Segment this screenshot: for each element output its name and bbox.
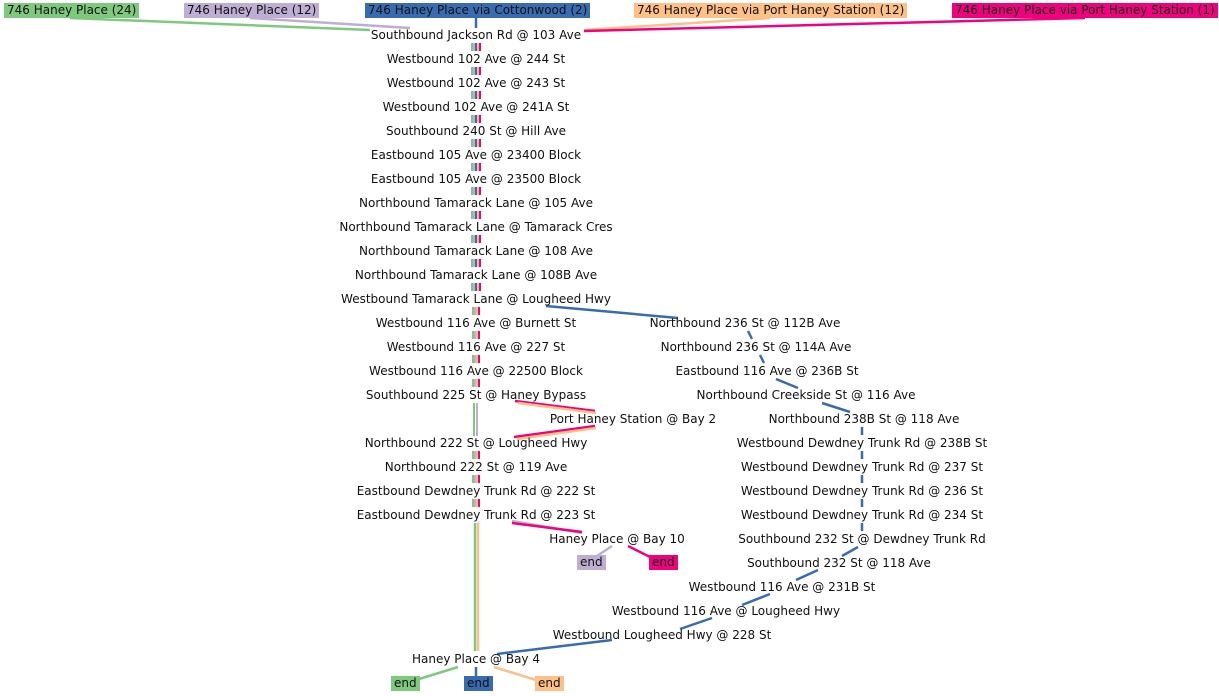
stop-label: Northbound 222 St @ 119 Ave [385, 460, 568, 474]
cottonwood-segment [741, 592, 771, 607]
cottonwood-segment [746, 330, 754, 340]
bay4-end-segment [415, 665, 459, 682]
stop-label: Northbound 236 St @ 112B Ave [650, 316, 841, 330]
stop-label: Northbound Tamarack Lane @ Tamarack Cres [339, 220, 612, 234]
stop-label: Northbound Creekside St @ 116 Ave [697, 388, 916, 402]
route-header-via-cottonwood-2: 746 Haney Place via Cottonwood (2) [365, 3, 591, 18]
stop-label: Eastbound 105 Ave @ 23500 Block [371, 172, 581, 186]
stop-label: Westbound 102 Ave @ 244 St [387, 52, 566, 66]
stop-label: Northbound Tamarack Lane @ 105 Ave [359, 196, 593, 210]
stop-label: Westbound 102 Ave @ 241A St [383, 100, 570, 114]
stop-label: Westbound 116 Ave @ 227 St [387, 340, 566, 354]
bay10-end-segment [627, 544, 651, 559]
stop-label: Eastbound 105 Ave @ 23400 Block [371, 148, 581, 162]
cottonwood-segment [758, 354, 766, 364]
stop-label: Westbound 102 Ave @ 243 St [387, 76, 566, 90]
end-marker-port-haney-1: end [649, 555, 678, 570]
cottonwood-segment [775, 377, 799, 390]
route-entry-port-haney-12 [583, 16, 771, 32]
stop-label: Westbound Dewdney Trunk Rd @ 236 St [741, 484, 983, 498]
cottonwood-segment [496, 638, 613, 656]
stop-label: Northbound Tamarack Lane @ 108B Ave [355, 268, 597, 282]
port-haney-segment [517, 401, 597, 415]
end-marker-via-cottonwood: end [464, 676, 493, 691]
route-entry-port-haney-1 [583, 16, 1086, 33]
stop-label: Westbound Dewdney Trunk Rd @ 234 St [741, 508, 983, 522]
cottonwood-segment [795, 568, 819, 582]
stop-label: Haney Place @ Bay 10 [549, 532, 685, 546]
end-marker-haney-place-24: end [391, 676, 420, 691]
stop-label: Westbound 116 Ave @ Burnett St [376, 316, 577, 330]
bay4-end-segment [493, 665, 537, 682]
port-haney-segment [513, 424, 596, 439]
stop-label: Westbound Dewdney Trunk Rd @ 238B St [737, 436, 988, 450]
stop-label: Westbound Dewdney Trunk Rd @ 237 St [741, 460, 983, 474]
stop-label: Northbound 236 St @ 114A Ave [661, 340, 852, 354]
cottonwood-segment [821, 401, 851, 414]
port-haney-segment [516, 426, 597, 441]
port-haney-segment [514, 399, 596, 413]
route-entry-haney-place-24 [69, 16, 371, 32]
stop-label: Haney Place @ Bay 4 [412, 652, 540, 666]
route-header-via-port-haney-1: 746 Haney Place via Port Haney Station (… [952, 3, 1218, 18]
bay10-segment [511, 521, 583, 534]
stop-label: Westbound Tamarack Lane @ Lougheed Hwy [341, 292, 611, 306]
stop-label: Westbound 116 Ave @ Lougheed Hwy [612, 604, 840, 618]
route-edges [69, 16, 1086, 682]
end-marker-port-haney-12: end [535, 676, 564, 691]
stop-label: Southbound 240 St @ Hill Ave [386, 124, 566, 138]
stop-label: Eastbound Dewdney Trunk Rd @ 222 St [357, 484, 596, 498]
route-header-haney-place-24: 746 Haney Place (24) [4, 3, 140, 18]
stop-label: Westbound Lougheed Hwy @ 228 St [553, 628, 772, 642]
route-entry-haney-place-12 [249, 16, 411, 30]
stop-label: Northbound 222 St @ Lougheed Hwy [365, 436, 588, 450]
stop-label: Southbound 225 St @ Haney Bypass [366, 388, 586, 402]
route-header-haney-place-12: 746 Haney Place (12) [184, 3, 320, 18]
stop-label: Southbound 232 St @ 118 Ave [747, 556, 931, 570]
stop-label: Westbound 116 Ave @ 22500 Block [369, 364, 583, 378]
cottonwood-segment [679, 616, 713, 631]
stop-label: Southbound 232 St @ Dewdney Trunk Rd [738, 532, 986, 546]
stop-label: Eastbound 116 Ave @ 236B St [675, 364, 858, 378]
bay10-end-segment [596, 544, 613, 558]
stop-label: Port Haney Station @ Bay 2 [550, 412, 716, 426]
cottonwood-segment [841, 545, 859, 558]
cottonwood-segment [545, 304, 679, 320]
stop-labels: Southbound Jackson Rd @ 103 AveWestbound… [339, 28, 987, 666]
stop-label: Eastbound Dewdney Trunk Rd @ 223 St [357, 508, 596, 522]
stop-label: Southbound Jackson Rd @ 103 Ave [371, 28, 581, 42]
stop-label: Northbound 238B St @ 118 Ave [769, 412, 960, 426]
end-marker-haney-place-12: end [577, 555, 606, 570]
route-header-via-port-haney-12: 746 Haney Place via Port Haney Station (… [634, 3, 908, 18]
stop-label: Northbound Tamarack Lane @ 108 Ave [359, 244, 593, 258]
stop-label: Westbound 116 Ave @ 231B St [689, 580, 876, 594]
